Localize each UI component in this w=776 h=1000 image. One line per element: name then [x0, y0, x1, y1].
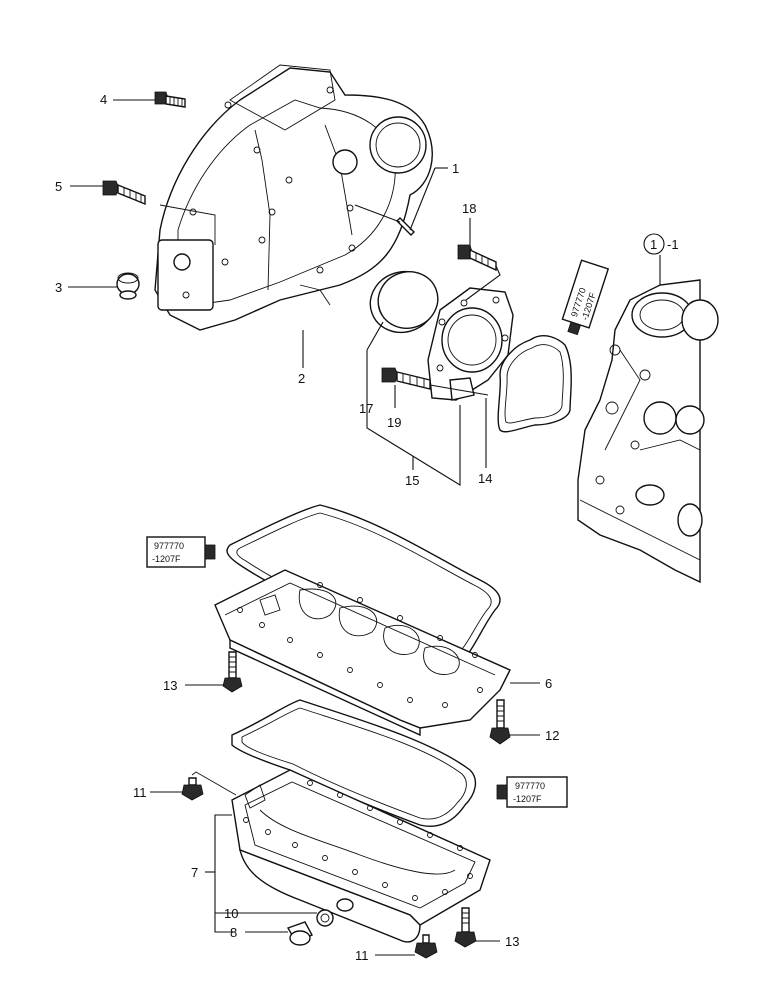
- bolt-part-19: [381, 367, 489, 396]
- lower-oil-pan-part-7: [231, 769, 491, 943]
- sealant-tube-1: 977770 -1207F: [561, 259, 610, 336]
- callout-14: 14: [478, 471, 492, 486]
- callout-11-bottom: 11: [355, 948, 369, 963]
- bolt-part-5: [102, 180, 146, 206]
- callout-2: 2: [298, 371, 305, 386]
- callout-13-lower: 13: [505, 934, 519, 949]
- callout-12: 12: [545, 728, 559, 743]
- callout-10: 10: [224, 906, 238, 921]
- block-ref-number: 1: [650, 237, 657, 252]
- callout-13-upper: 13: [163, 678, 177, 693]
- callout-18: 18: [462, 201, 476, 216]
- callout-1: 1: [452, 161, 459, 176]
- callout-4: 4: [100, 92, 107, 107]
- sealant-tube-3-part-number: 977770: [515, 781, 545, 791]
- oil-seal-part-17: [369, 270, 439, 334]
- bolt-part-18: [457, 244, 501, 301]
- callout-5: 5: [55, 179, 62, 194]
- callout-17: 17: [359, 401, 373, 416]
- leader-lines: [68, 99, 661, 956]
- sealant-tube-2-part-number: 977770: [154, 541, 184, 551]
- callout-3: 3: [55, 280, 62, 295]
- sealant-tube-2: 977770 -1207F: [146, 536, 216, 568]
- callout-8: 8: [230, 925, 237, 940]
- oil-seal-case-part-14: [427, 287, 514, 401]
- bolt-part-13-lower: [454, 907, 477, 948]
- seal-case-gasket: [497, 335, 572, 433]
- upper-oil-pan-part-6: [214, 569, 511, 737]
- bolt-part-4: [154, 91, 186, 108]
- washer-part-10: [316, 909, 334, 927]
- plug-part-3: [116, 272, 140, 300]
- callout-15: 15: [405, 473, 419, 488]
- callout-19: 19: [387, 415, 401, 430]
- bolt-part-13-upper: [222, 651, 243, 693]
- bolt-part-11-left: [181, 771, 237, 801]
- callout-7: 7: [191, 865, 198, 880]
- bolt-part-11-bottom: [414, 934, 438, 959]
- sealant-tube-2-suffix: -1207F: [152, 554, 181, 564]
- bolt-part-12: [489, 699, 511, 745]
- block-ref-suffix: -1: [667, 237, 679, 252]
- callout-6: 6: [545, 676, 552, 691]
- drain-plug-part-8: [286, 921, 313, 946]
- block-reference-label: 1 -1: [643, 233, 679, 255]
- sealant-tube-3-suffix: -1207F: [513, 794, 542, 804]
- flywheel-housing: [154, 64, 433, 331]
- callout-11-left: 11: [133, 785, 147, 800]
- sealant-tube-3: 977770 -1207F: [496, 776, 568, 808]
- cylinder-block: [577, 279, 719, 584]
